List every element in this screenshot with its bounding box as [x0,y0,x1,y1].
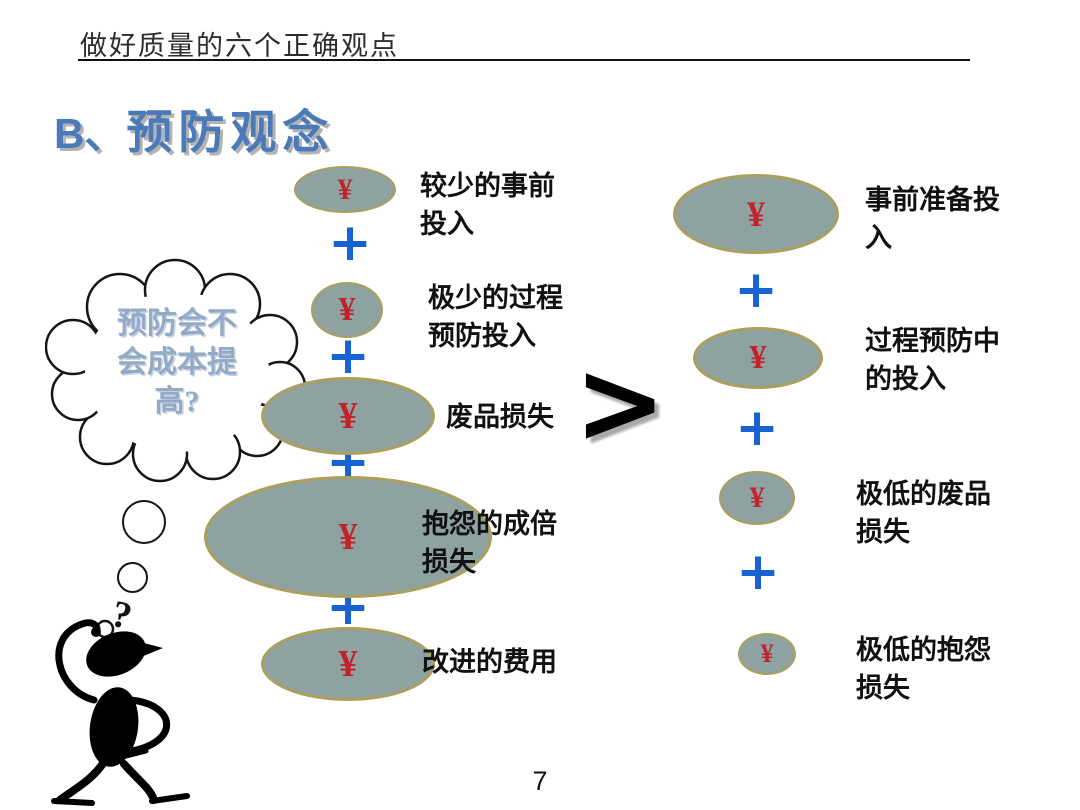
page-number: 7 [532,766,548,796]
header-rule [78,59,970,61]
section-heading: B、预防观念 [54,96,334,162]
plus-icon: + [734,260,778,320]
right-cost-ellipse-4: ¥ [738,633,796,675]
left-cost-ellipse-4: ¥ [204,476,492,598]
figure-body-parts [86,627,163,767]
right-cost-label-2: 过程预防中的投入 [865,326,1000,394]
yen-icon: ¥ [338,516,358,558]
yen-icon: ¥ [760,639,774,668]
plus-icon: + [328,213,372,273]
right-cost-ellipse-3: ¥ [719,471,795,525]
cloud-text: 预防会不会成本提高? [117,307,237,418]
left-cost-ellipse-1: ¥ [294,166,396,213]
figure-limbs [51,619,190,806]
thought-bubble-small [117,562,148,593]
right-cost-label-3: 极低的废品损失 [856,479,991,547]
section-heading-text: 预防观念 [126,107,335,158]
header-title: 做好质量的六个正确观点 [80,31,399,61]
left-cost-ellipse-2: ¥ [311,282,383,338]
left-cost-label-5: 改进的费用 [422,647,557,677]
yen-icon: ¥ [749,339,767,376]
left-cost-label-1: 较少的事前投入 [420,171,555,239]
left-cost-label-3: 废品损失 [446,402,554,432]
right-cost-label-4: 极低的抱怨损失 [856,635,991,703]
yen-icon: ¥ [747,194,765,234]
thought-cloud: 预防会不会成本提高? [45,252,310,487]
yen-icon: ¥ [338,291,356,328]
yen-icon: ¥ [337,172,353,206]
left-cost-ellipse-5: ¥ [261,627,435,701]
plus-icon: + [736,542,780,602]
right-cost-label-1: 事前准备投入 [865,185,1000,253]
right-cost-ellipse-2: ¥ [693,327,823,389]
left-cost-label-2: 极少的过程预防投入 [428,283,563,351]
section-heading-prefix: B、 [54,110,127,157]
right-cost-ellipse-1: ¥ [673,174,839,254]
plus-icon: + [326,326,370,386]
left-cost-label-4: 抱怨的成倍损失 [422,509,557,577]
thinking-person-figure: ? [51,593,190,806]
yen-icon: ¥ [338,395,358,437]
yen-icon: ¥ [338,643,358,685]
thought-bubble-large [122,500,166,544]
greater-than-symbol: > [574,336,666,470]
yen-icon: ¥ [749,481,765,514]
left-cost-ellipse-3: ¥ [261,377,435,455]
plus-icon: + [735,398,779,458]
